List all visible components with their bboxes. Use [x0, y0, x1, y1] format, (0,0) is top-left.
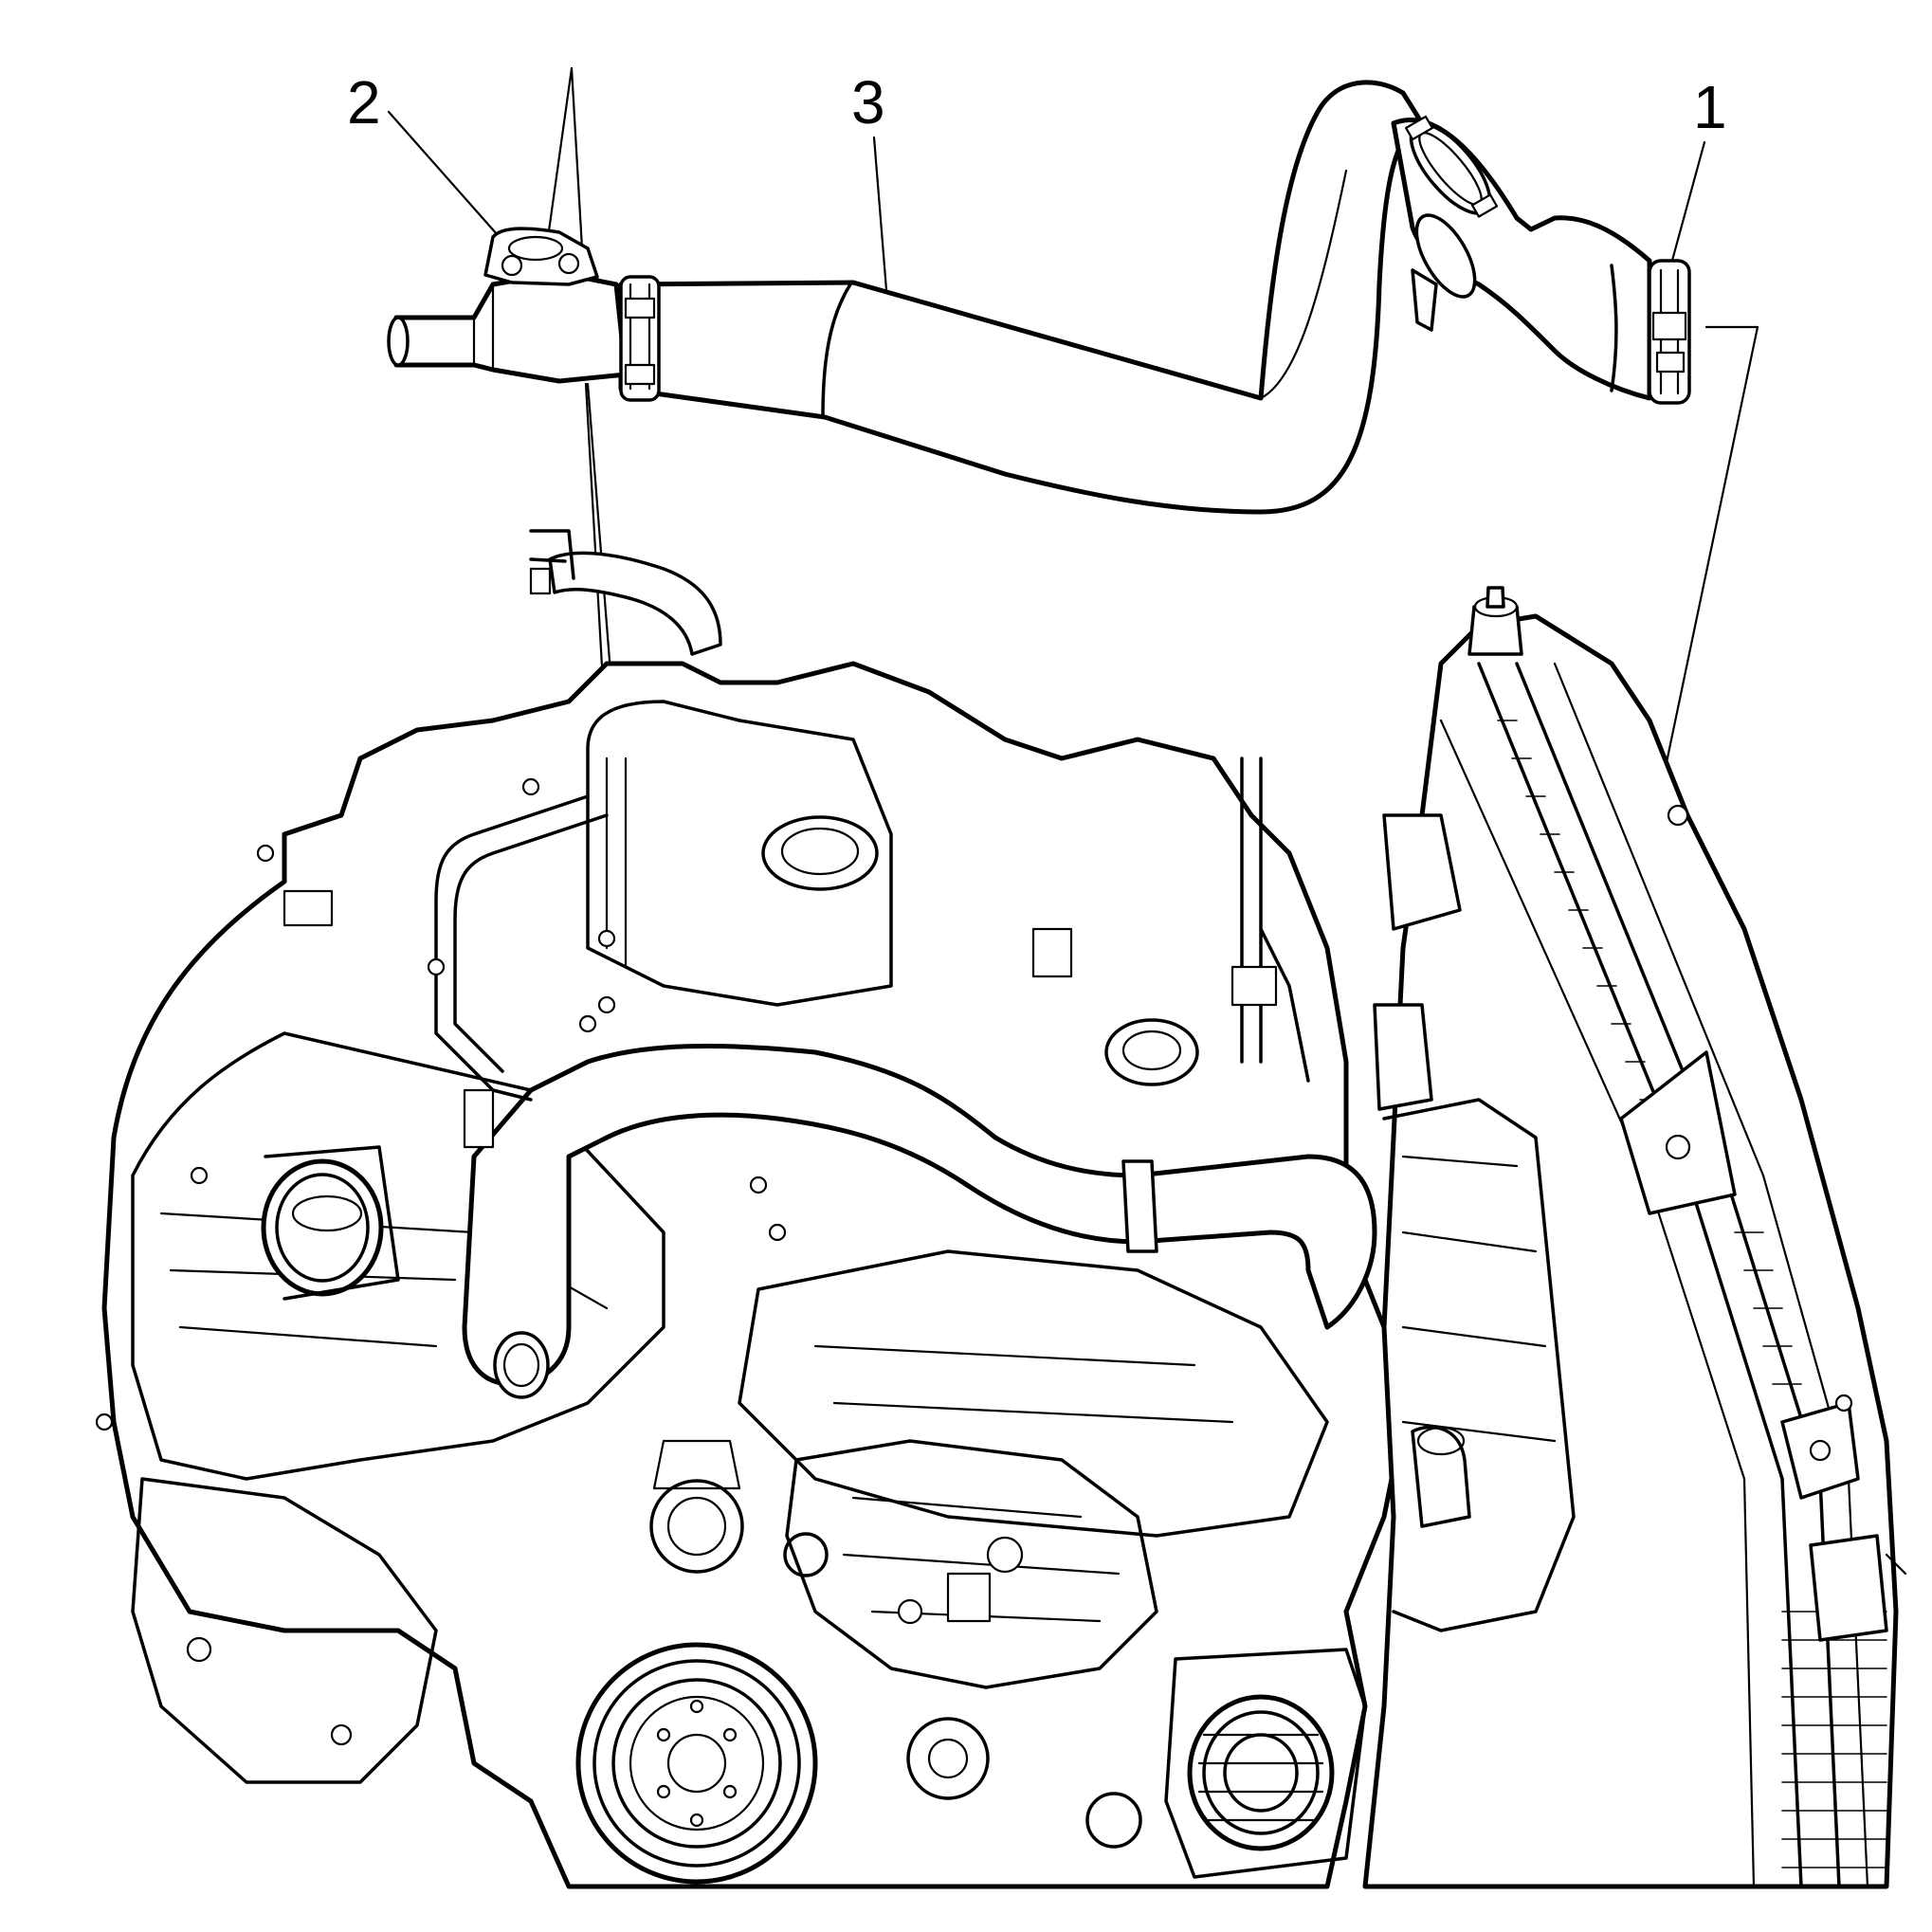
thermostat-housing-outlet: [387, 227, 661, 402]
engine-assembly: [95, 529, 1406, 1889]
upper-radiator-hose: [618, 80, 1691, 515]
radiator-side-bracket-1: [1382, 813, 1462, 931]
radiator-inlet-fitting: [1467, 586, 1523, 656]
center-hose-clamp: [1121, 1159, 1158, 1253]
bolt-6: [256, 844, 275, 863]
bolt-1: [521, 777, 540, 796]
idler-pulley-lower: [906, 1717, 990, 1800]
leader-line-top-right: [570, 66, 584, 250]
alternator: [1164, 1648, 1367, 1879]
sensor-connector-2: [1230, 965, 1278, 1007]
intake-plenum: [586, 700, 893, 1007]
radiator-rail-2: [1515, 662, 1841, 1888]
hose-clamp-radiator: [1648, 259, 1691, 405]
hose-edge-line: [1259, 169, 1348, 400]
radiator-rail-3: [1553, 662, 1869, 1888]
heater-hose: [548, 551, 722, 656]
accessory-bracket: [785, 1439, 1158, 1689]
outlet-pipe-end: [387, 316, 410, 367]
radiator-rail-4: [1439, 719, 1756, 1888]
hose-body: [618, 80, 1425, 515]
radiator-assembly: [1362, 586, 1907, 1889]
radiator-bracket: [1619, 1050, 1737, 1215]
radiator-frame: [1362, 613, 1899, 1889]
radiator-fins: [1497, 720, 1887, 1868]
callout-label-2: 2: [347, 68, 381, 137]
outlet-hose-clamp: [619, 275, 661, 402]
outlet-pipe: [393, 270, 629, 384]
hose-clamp-lower: [1411, 213, 1477, 332]
right-cylinder-head: [738, 1249, 1329, 1538]
bolt-5: [427, 957, 446, 976]
leader-line-top-left: [545, 66, 574, 246]
bolt-7: [95, 1413, 114, 1431]
callout-label-3: 3: [851, 68, 885, 137]
bolt-8: [190, 1166, 209, 1185]
idler-pulley-left: [783, 1532, 829, 1577]
sensor-connector-3: [283, 889, 334, 927]
throttle-body: [261, 1145, 400, 1301]
radiator-rail-1: [1477, 662, 1803, 1888]
radiator-side-bracket-2: [1373, 1003, 1433, 1111]
leader-line-2: [387, 110, 514, 253]
sensor-connector-5: [946, 1572, 992, 1623]
fan-shroud: [1382, 1098, 1576, 1632]
crankshaft-pulley: [575, 1642, 818, 1885]
left-cylinder-head: [131, 1031, 665, 1481]
hose-seam: [821, 283, 852, 419]
coolant-pipe-right: [1240, 756, 1310, 1083]
coolant-pipe-left: [434, 794, 609, 1102]
bolt-4: [749, 1176, 768, 1194]
hose-right-end-seam: [1610, 264, 1618, 392]
tensioner-pulley: [1085, 1792, 1142, 1849]
radiator-mount-lower: [1809, 1534, 1888, 1642]
throttle-actuator: [1104, 1018, 1199, 1086]
sensor-connector-1: [1031, 927, 1073, 978]
lower-coolant-hose: [462, 1043, 1377, 1387]
hose-clamp-upper: [1405, 115, 1499, 218]
leader-line-3: [872, 136, 888, 292]
leader-line-1: [1668, 140, 1706, 269]
callout-label-1: 1: [1693, 73, 1727, 141]
water-pump-pulley: [649, 1439, 744, 1574]
hose-outlet-left: [493, 1331, 550, 1399]
sensor-connector-4: [463, 1088, 495, 1149]
left-timing-cover: [131, 1477, 438, 1784]
bolt-2: [578, 1014, 597, 1033]
bolt-3: [768, 1223, 787, 1242]
